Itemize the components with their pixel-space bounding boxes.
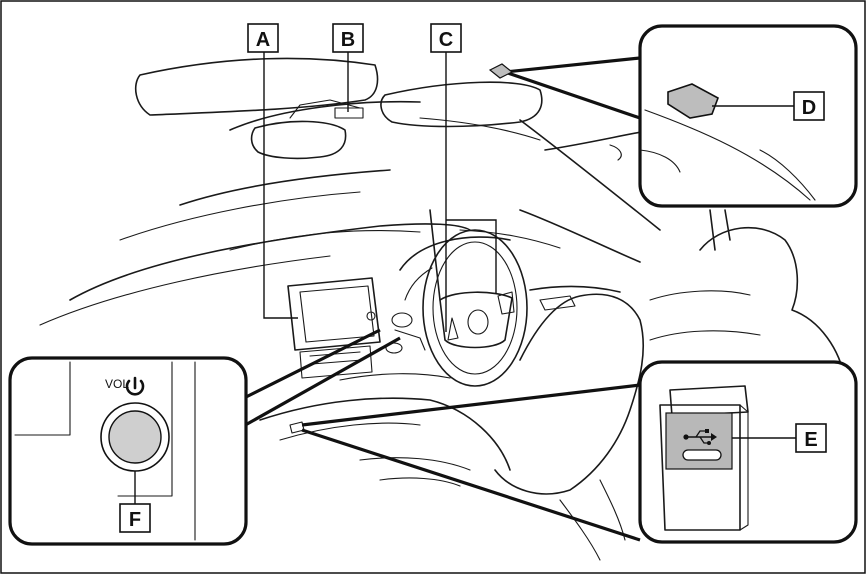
label-f: F: [120, 504, 150, 532]
label-a: A: [248, 24, 278, 52]
left-sun-visor: [136, 58, 378, 115]
power-volume-knob-large: [109, 411, 161, 463]
svg-text:A: A: [256, 29, 270, 51]
infotainment-screen-inner: [300, 286, 374, 342]
label-e: E: [796, 424, 826, 452]
steering-wheel-outer: [423, 230, 527, 386]
rain-sensor-small: [490, 64, 512, 78]
rear-view-mirror: [252, 121, 346, 158]
svg-text:C: C: [439, 29, 453, 51]
usb-c-port: [683, 450, 721, 460]
label-b: B: [333, 24, 363, 52]
label-c: C: [431, 24, 461, 52]
svg-text:E: E: [804, 429, 817, 451]
steering-switch-left: [448, 318, 458, 340]
svg-text:B: B: [341, 29, 355, 51]
svg-text:D: D: [802, 97, 816, 119]
right-sun-visor: [381, 82, 542, 126]
leader-c: [446, 52, 496, 332]
leader-a: [264, 52, 298, 318]
svg-text:F: F: [129, 509, 141, 531]
center-console: [260, 398, 510, 470]
vol-label: VOL: [105, 377, 129, 391]
label-d: D: [794, 92, 824, 120]
sensor-module-b: [335, 108, 363, 118]
